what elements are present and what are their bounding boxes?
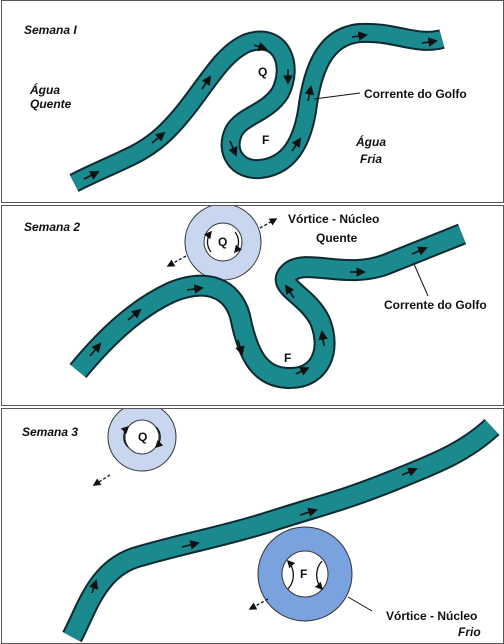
gulf-stream-label: Corrente do Golfo (364, 87, 467, 101)
gulf-stream-current (74, 33, 442, 183)
cold-core-vortex (250, 527, 372, 621)
current-pointer-line (314, 93, 360, 99)
warm-core-q-label: Q (138, 430, 147, 444)
vortex-label-line2: Quente (316, 231, 357, 245)
warm-water-label-line2: Quente (30, 97, 71, 111)
panel-1-graphic (2, 1, 503, 202)
warm-water-label-line1: Água (30, 83, 60, 97)
vortex-label-line2: Frio (458, 625, 481, 639)
week-title: Semana 3 (22, 425, 78, 439)
vortex-label-line1: Vórtice - Núcleo (288, 212, 379, 226)
warm-core-q-label: Q (258, 65, 267, 79)
cold-water-label-line2: Fria (360, 152, 382, 166)
cold-core-f-label: F (262, 133, 269, 147)
warm-core-q-label: Q (218, 235, 227, 249)
vortex-label-line1: Vórtice - Núcleo (386, 609, 477, 623)
week-title: Semana 2 (24, 220, 80, 234)
gulf-stream-label: Corrente do Golfo (384, 298, 487, 312)
panel-3-graphic (2, 409, 503, 643)
current-pointer-line (414, 264, 428, 296)
cold-core-f-label: F (284, 351, 291, 365)
panel-week-2: Semana 2 Q Vórtice - Núcleo Quente F Cor… (1, 205, 504, 406)
cold-water-label-line1: Água (356, 135, 386, 149)
warm-core-vortex (94, 409, 176, 485)
week-title: Semana I (24, 23, 77, 37)
panel-week-1: Semana I Água Quente Q F Corrente do Gol… (1, 0, 504, 203)
cold-core-f-label: F (300, 567, 307, 581)
panel-week-3: Semana 3 Q F Vórtice - Núcleo Frio (1, 408, 504, 644)
